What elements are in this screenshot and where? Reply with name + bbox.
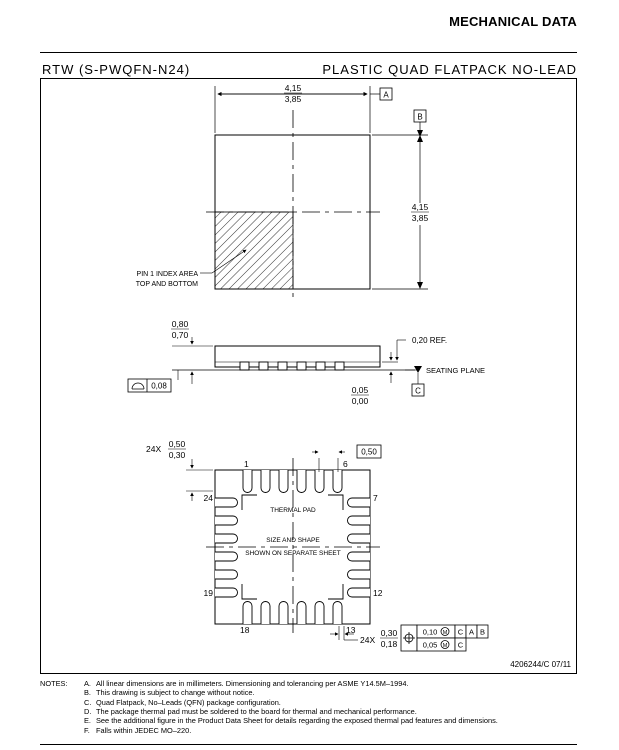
pin-7-label: 7 [373, 493, 378, 503]
seating-plane: SEATING PLANE [426, 366, 485, 375]
bottom-view: 1 6 7 12 13 18 19 24 THERMAL PAD SIZE AN… [146, 439, 489, 652]
package-code: RTW (S-PWQFN-N24) [42, 62, 191, 77]
note-item: C.Quad Flatpack, No–Leads (QFN) package … [84, 697, 281, 707]
separate-sheet-label: SHOWN ON SEPARATE SHEET [245, 550, 340, 557]
side-view: 0,80 0,70 0,08 0,20 REF. SEATING PLANE C… [127, 319, 485, 406]
pin1-index-area [214, 211, 294, 290]
lead-width-min: 0,18 [381, 639, 398, 649]
header-rule [40, 52, 577, 53]
note-item: A.All linear dimensions are in millimete… [84, 679, 409, 688]
flatness-value: 0,08 [151, 382, 167, 391]
lead-width-prefix: 24X [360, 635, 375, 645]
size-shape-label: SIZE AND SHAPE [266, 537, 320, 544]
drawing-frame [40, 78, 577, 674]
pin-12-label: 12 [373, 588, 383, 598]
pin-1-label: 1 [244, 459, 249, 469]
tolerance-1-modifier: M [443, 630, 448, 636]
lead-length-prefix: 24X [146, 444, 161, 454]
top-view: A 4,15 3,85 B 4,15 3,85 PIN 1 INDEX AREA… [136, 83, 430, 300]
note-item: D.The package thermal pad must be solder… [84, 706, 417, 716]
package-description: PLASTIC QUAD FLATPACK NO-LEAD [322, 62, 577, 77]
pin-18-label: 18 [240, 625, 250, 635]
standoff-min: 0,00 [352, 396, 369, 406]
tolerance-2-datum-c: C [458, 641, 464, 650]
pin-13-label: 13 [346, 625, 356, 635]
pitch-value: 0,50 [361, 448, 377, 457]
pin-6-label: 6 [343, 459, 348, 469]
pin1-label-2: TOP AND BOTTOM [136, 281, 198, 288]
standoff-max: 0,05 [352, 385, 369, 395]
datum-b: B [417, 113, 422, 122]
tolerance-1-datum-a: A [469, 628, 474, 637]
datum-c: C [415, 387, 421, 396]
datum-a: A [383, 91, 389, 100]
note-item: B.This drawing is subject to change with… [84, 688, 255, 698]
notes-label: NOTES: [40, 679, 68, 688]
pin1-label: PIN 1 INDEX AREA [137, 271, 199, 278]
section-title: MECHANICAL DATA [449, 14, 577, 29]
lead-width-max: 0,30 [381, 628, 398, 638]
width-max: 4,15 [285, 83, 302, 93]
note-item: F.Falls within JEDEC MO–220. [84, 725, 192, 735]
position-tolerance-frame [400, 624, 489, 652]
tolerance-2-value: 0,05 [423, 641, 438, 650]
thickness-max: 0,80 [172, 319, 189, 329]
tolerance-1-datum-b: B [480, 628, 485, 637]
pin-24-label: 24 [204, 493, 214, 503]
height-max: 4,15 [412, 202, 429, 212]
thermal-pad-label: THERMAL PAD [270, 507, 316, 514]
note-item: E.See the additional figure in the Produ… [84, 716, 498, 726]
thickness-min: 0,70 [172, 330, 189, 340]
tolerance-1-datum-c: C [458, 628, 464, 637]
width-min: 3,85 [285, 94, 302, 104]
height-min: 3,85 [412, 213, 429, 223]
tolerance-2-modifier: M [443, 643, 448, 649]
lead-length-min: 0,30 [169, 450, 186, 460]
tolerance-1-value: 0,10 [423, 628, 438, 637]
pin-19-label: 19 [204, 588, 214, 598]
drawing-number: 4206244/C 07/11 [510, 660, 571, 669]
ref-dimension: 0,20 REF. [412, 336, 447, 345]
lead-length-max: 0,50 [169, 439, 186, 449]
footer-rule [40, 744, 577, 745]
